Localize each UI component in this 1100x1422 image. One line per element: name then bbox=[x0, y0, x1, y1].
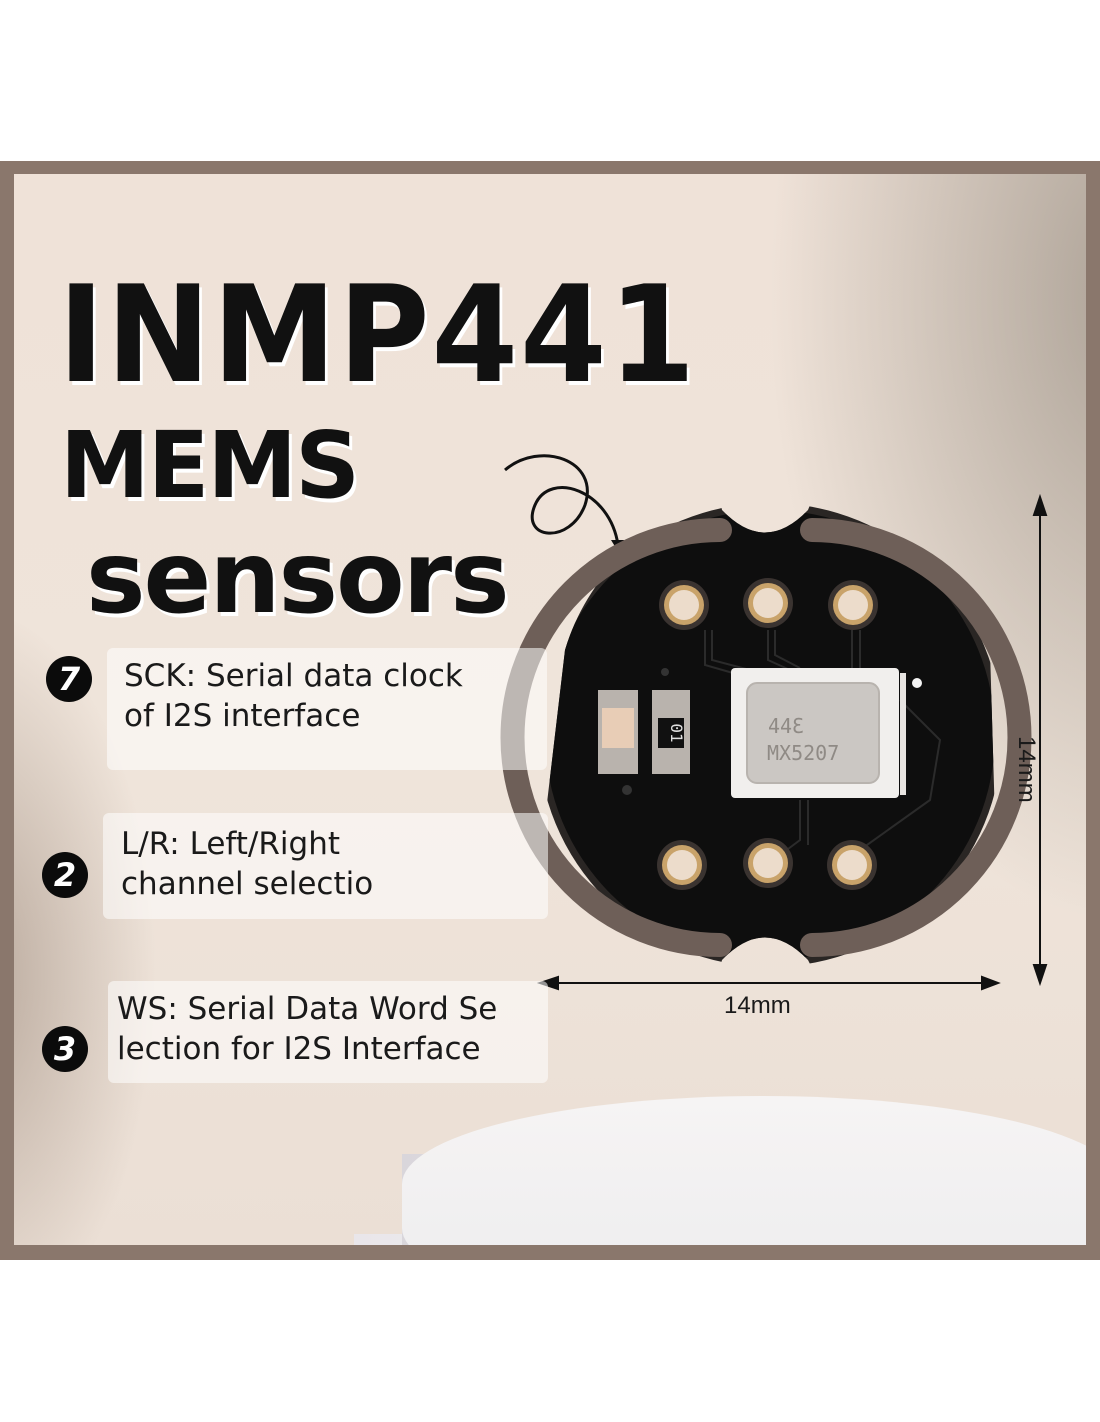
pad bbox=[667, 850, 697, 880]
via bbox=[661, 668, 669, 676]
chip-marking-line2: MX5207 bbox=[767, 741, 839, 765]
pin-description-line1: WS: Serial Data Word Se bbox=[117, 991, 498, 1027]
resistor-marking: 01 bbox=[667, 723, 686, 742]
pad bbox=[753, 848, 783, 878]
pad bbox=[838, 590, 868, 620]
pin-description-card bbox=[103, 813, 548, 919]
product-subtitle-line2: sensors bbox=[86, 519, 510, 636]
pedestal-top bbox=[402, 1096, 1086, 1245]
pointer-arrow bbox=[504, 454, 620, 546]
pads-top bbox=[659, 578, 878, 630]
pin-description-line1: SCK: Serial data clock bbox=[124, 658, 463, 694]
product-subtitle-line1: MEMS bbox=[60, 412, 360, 519]
via bbox=[622, 785, 632, 795]
pad bbox=[669, 590, 699, 620]
height-dimension-arrow bbox=[1032, 493, 1048, 987]
pin-description-line2: channel selectio bbox=[121, 866, 374, 902]
pin-number-badge: 3 bbox=[42, 1026, 88, 1072]
capacitor bbox=[598, 690, 638, 774]
pin-description-card bbox=[107, 648, 547, 770]
width-dimension-label: 14mm bbox=[724, 992, 791, 1019]
height-dimension-label: 14mm bbox=[1013, 736, 1040, 803]
pin-description-line2: lection for I2S Interface bbox=[117, 1031, 481, 1067]
chip-marking-line1: 44Ɛ bbox=[768, 714, 804, 738]
ground-ring-right bbox=[800, 518, 1032, 957]
pad bbox=[753, 588, 783, 618]
pin-number-badge: 7 bbox=[46, 656, 92, 702]
pin-description-line1: L/R: Left/Right bbox=[121, 826, 340, 862]
pin-description-line2: of I2S interface bbox=[124, 698, 361, 734]
resistor bbox=[652, 690, 690, 774]
mark-dot bbox=[912, 678, 922, 688]
pad bbox=[837, 850, 867, 880]
width-dimension-arrow bbox=[536, 975, 1001, 991]
pcb-traces bbox=[704, 630, 942, 856]
pads-bottom bbox=[657, 838, 877, 890]
pin-number-badge: 2 bbox=[42, 852, 88, 898]
product-title: INMP441 bbox=[58, 257, 698, 413]
pin-description-card bbox=[108, 981, 548, 1083]
mems-chip bbox=[731, 668, 906, 798]
